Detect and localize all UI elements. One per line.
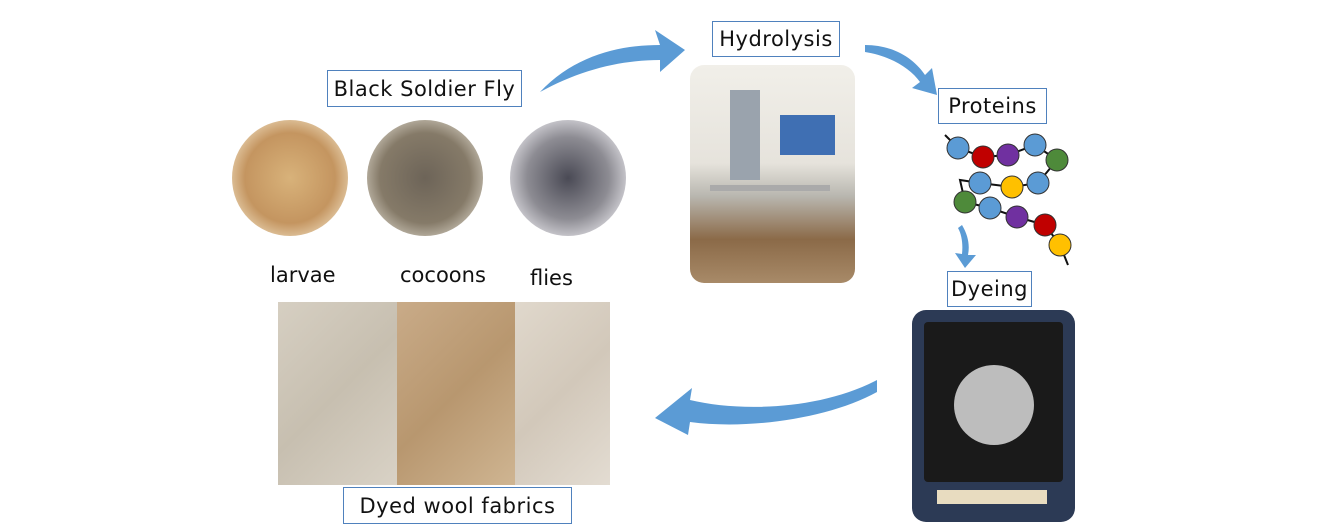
protein-chain (944, 133, 1072, 266)
amino-bead (953, 190, 977, 214)
amino-bead (996, 143, 1020, 167)
label-larvae: larvae (270, 263, 336, 287)
label-flies: flies (530, 266, 573, 290)
arrow-to-fabrics (655, 380, 877, 435)
larvae-image (232, 120, 348, 236)
amino-bead (1045, 148, 1069, 172)
amino-bead (971, 145, 995, 169)
label-dyeing: Dyeing (947, 271, 1032, 307)
amino-bead (1026, 171, 1050, 195)
arrow-to-hydrolysis (540, 30, 685, 92)
amino-bead (1033, 213, 1057, 237)
label-hydrolysis: Hydrolysis (712, 21, 840, 57)
hydrolysis-reactor-photo (690, 65, 855, 283)
amino-bead (978, 196, 1002, 220)
arrow-to-proteins (865, 45, 937, 95)
amino-bead (968, 171, 992, 195)
label-cocoons: cocoons (400, 263, 486, 287)
amino-bead (1005, 205, 1029, 229)
fabric-samples-image (278, 302, 611, 485)
label-proteins: Proteins (938, 88, 1047, 124)
arrow-to-dyeing (955, 225, 976, 268)
amino-bead (1048, 233, 1072, 257)
dyeing-machine-photo (912, 310, 1075, 522)
flies-image (510, 120, 626, 236)
amino-bead (1023, 133, 1047, 157)
amino-bead (1000, 175, 1024, 199)
label-black-soldier-fly: Black Soldier Fly (327, 70, 522, 107)
amino-bead (946, 136, 970, 160)
label-dyed-wool-fabrics: Dyed wool fabrics (343, 487, 572, 524)
cocoons-image (367, 120, 483, 236)
